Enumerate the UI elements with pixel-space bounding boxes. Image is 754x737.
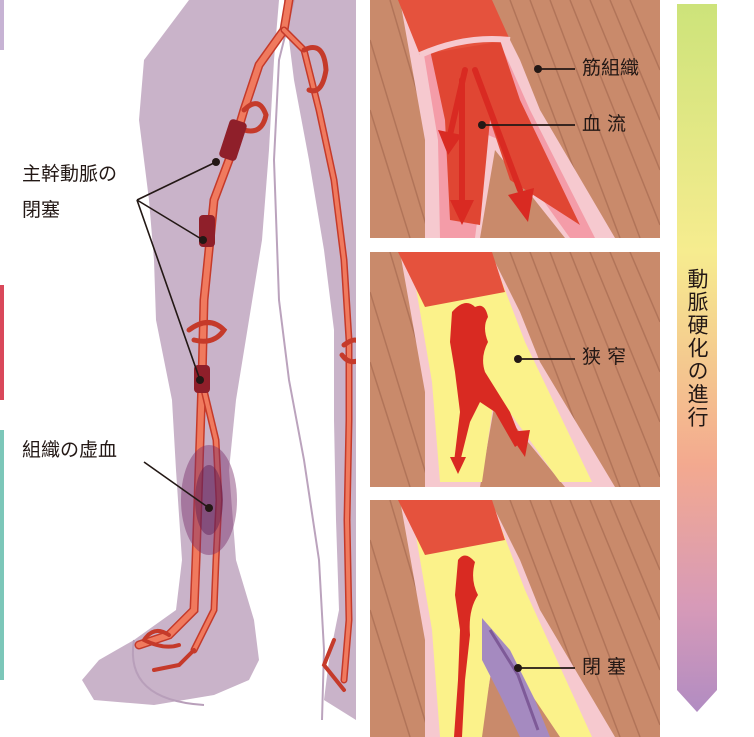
leg-svg [4, 0, 356, 737]
label-occlusion: 閉 塞 [582, 655, 626, 680]
label-arteriosclerosis-progression: 動脈硬化の進行 [682, 268, 712, 429]
panel-stenosis: 狭 窄 [370, 252, 660, 487]
leg-illustration [4, 0, 356, 737]
label-muscle-tissue: 筋組織 [582, 56, 639, 81]
label-stenosis: 狭 窄 [582, 345, 626, 370]
label-main-artery-occlusion-line2: 閉塞 [22, 198, 60, 223]
occlusion-svg [370, 500, 660, 737]
panel-normal-artery: 筋組織 血 流 [370, 0, 660, 238]
label-main-artery-occlusion-line1: 主幹動脈の [22, 162, 117, 187]
panel-occlusion: 閉 塞 [370, 500, 660, 737]
label-tissue-ischemia: 組織の虚血 [22, 438, 117, 463]
label-blood-flow: 血 流 [582, 112, 626, 137]
